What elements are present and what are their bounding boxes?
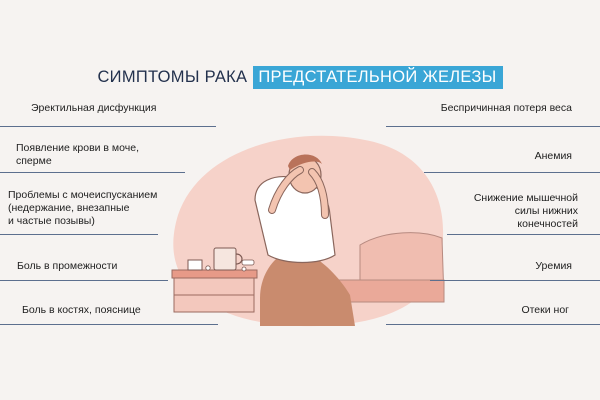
symptom-line: сперме	[16, 155, 52, 167]
title-part-2-highlight: ПРЕДСТАТЕЛЬНОЙ ЖЕЛЕЗЫ	[253, 66, 503, 89]
symptom-line: Боль в костях, пояснице	[22, 304, 141, 316]
symptom-blood-in-urine: Появление крови в моче, сперме	[16, 142, 139, 168]
symptom-line: и частые позывы)	[8, 215, 95, 227]
symptom-line: Боль в промежности	[17, 260, 118, 272]
sad-man-icon	[254, 154, 355, 326]
divider-line	[0, 324, 218, 325]
symptom-erectile-dysfunction: Эректильная дисфункция	[31, 102, 156, 115]
divider-line	[0, 234, 158, 235]
symptom-line: Появление крови в моче,	[16, 142, 139, 154]
sad-man-illustration	[171, 135, 445, 327]
symptom-line: силы нижних	[514, 205, 578, 217]
title-part-1: СИМПТОМЫ РАКА	[97, 68, 248, 86]
symptom-line: Снижение мышечной	[473, 192, 578, 204]
symptom-line: Анемия	[534, 150, 572, 162]
symptom-line: Проблемы с мочеиспусканием	[8, 189, 158, 201]
divider-line	[424, 172, 600, 173]
symptom-line: Беспричинная потеря веса	[440, 102, 572, 114]
infographic-title: СИМПТОМЫ РАКА ПРЕДСТАТЕЛЬНОЙ ЖЕЛЕЗЫ	[0, 66, 600, 89]
symptom-weight-loss: Беспричинная потеря веса	[441, 102, 572, 115]
symptom-leg-swelling: Отеки ног	[521, 304, 569, 317]
divider-line	[386, 126, 600, 127]
divider-line	[0, 126, 216, 127]
symptom-line: (недержание, внезапные	[8, 202, 130, 214]
divider-line	[0, 280, 168, 281]
symptom-muscle-weakness: Снижение мышечной силы нижних конечносте…	[474, 192, 578, 231]
symptom-perineum-pain: Боль в промежности	[17, 260, 117, 273]
bed-icon	[324, 232, 445, 303]
divider-line	[430, 280, 600, 281]
side-table	[171, 269, 258, 313]
pills-icon	[187, 259, 255, 272]
divider-line	[386, 324, 600, 325]
symptom-line: конечностей	[517, 218, 578, 230]
divider-line	[447, 234, 600, 235]
symptom-line: Отеки ног	[521, 304, 569, 316]
symptom-line: Эректильная дисфункция	[31, 102, 157, 114]
symptom-anemia: Анемия	[535, 150, 572, 163]
symptom-uremia: Уремия	[535, 260, 572, 273]
symptom-bone-pain: Боль в костях, пояснице	[22, 304, 141, 317]
symptom-urination-problems: Проблемы с мочеиспусканием (недержание, …	[8, 189, 157, 228]
mug-icon	[213, 247, 243, 271]
divider-line	[0, 172, 185, 173]
symptom-line: Уремия	[535, 260, 572, 272]
